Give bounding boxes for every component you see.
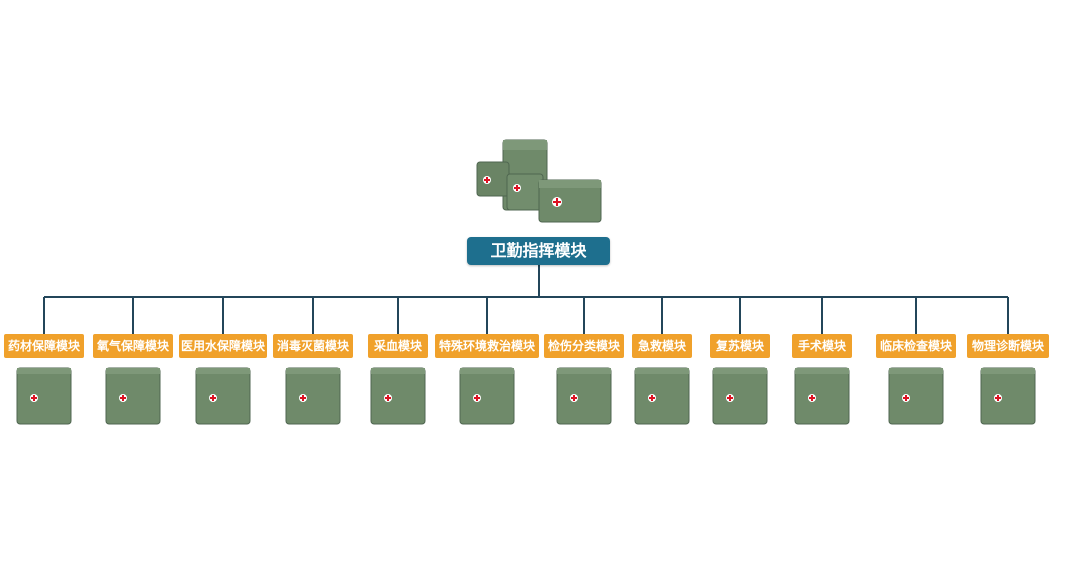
medical-case-icon	[15, 364, 73, 430]
medical-case-icon	[194, 364, 252, 430]
module-label: 检伤分类模块	[544, 334, 624, 358]
module-label: 手术模块	[792, 334, 852, 358]
module-label: 采血模块	[368, 334, 428, 358]
module-label: 药材保障模块	[4, 334, 84, 358]
medical-case-icon	[887, 364, 945, 430]
module-label: 氧气保障模块	[93, 334, 173, 358]
medical-case-icon	[633, 364, 691, 430]
stacked-medical-cases-icon	[476, 139, 602, 223]
medical-case-icon	[711, 364, 769, 430]
medical-case-icon	[555, 364, 613, 430]
medical-case-icon	[369, 364, 427, 430]
module-label: 临床检查模块	[876, 334, 956, 358]
module-label: 消毒灭菌模块	[273, 334, 353, 358]
medical-case-icon	[458, 364, 516, 430]
module-label: 急救模块	[632, 334, 692, 358]
module-label: 特殊环境救治模块	[435, 334, 539, 358]
root-node-label: 卫勤指挥模块	[467, 237, 610, 265]
medical-case-icon	[284, 364, 342, 430]
medical-case-icon	[979, 364, 1037, 430]
module-label: 物理诊断模块	[967, 334, 1049, 358]
module-label: 复苏模块	[710, 334, 770, 358]
module-label: 医用水保障模块	[179, 334, 267, 358]
medical-case-icon	[104, 364, 162, 430]
medical-case-icon	[793, 364, 851, 430]
